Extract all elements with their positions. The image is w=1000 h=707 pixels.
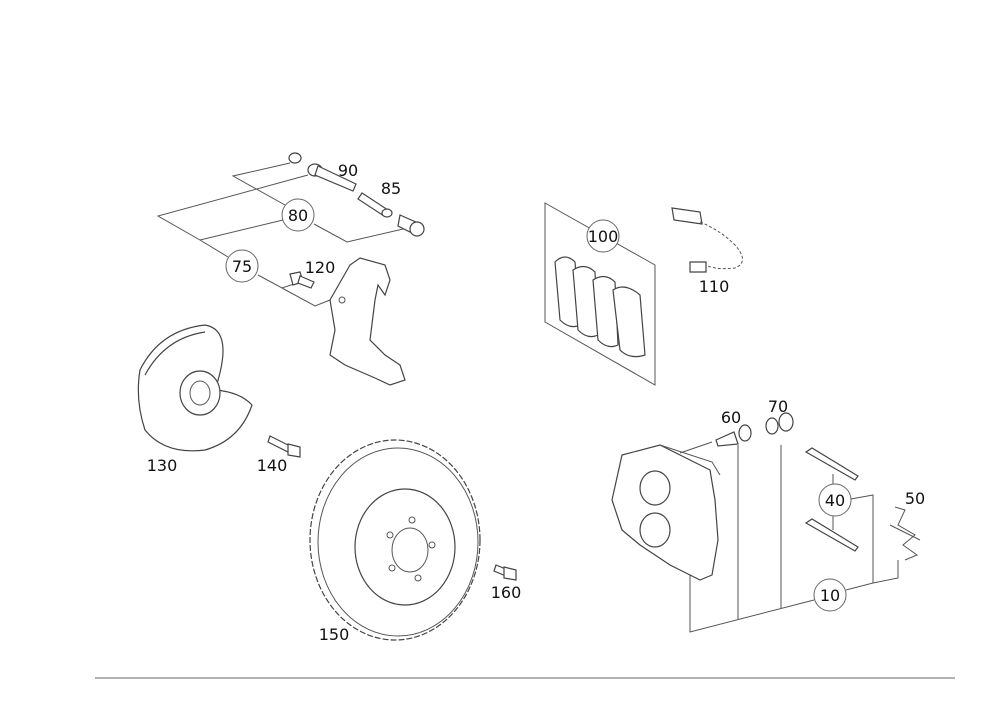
dust-shield-130 bbox=[137, 324, 253, 452]
label-60[interactable]: 60 bbox=[721, 408, 741, 427]
wear-sensor-110 bbox=[671, 207, 743, 273]
label-130[interactable]: 130 bbox=[147, 456, 178, 475]
caliper-bracket bbox=[329, 257, 406, 386]
label-150[interactable]: 150 bbox=[319, 625, 350, 644]
bushing-part bbox=[397, 214, 425, 237]
callout-75[interactable]: 75 bbox=[225, 249, 259, 283]
label-120[interactable]: 120 bbox=[305, 258, 336, 277]
callout-100[interactable]: 100 bbox=[586, 219, 620, 253]
sleeve-85 bbox=[357, 192, 393, 218]
label-90[interactable]: 90 bbox=[338, 161, 358, 180]
callout-label: 10 bbox=[820, 586, 840, 605]
label-140[interactable]: 140 bbox=[257, 456, 288, 475]
callout-label: 40 bbox=[825, 491, 845, 510]
label-110[interactable]: 110 bbox=[699, 277, 730, 296]
spring-clip-50 bbox=[889, 506, 921, 561]
callout-label: 100 bbox=[588, 227, 619, 246]
callout-80[interactable]: 80 bbox=[281, 198, 315, 232]
bolt-160 bbox=[493, 564, 517, 581]
bolt-120 bbox=[289, 271, 315, 289]
bolt-140 bbox=[267, 435, 301, 458]
washer-part bbox=[288, 152, 302, 164]
bleeder-valve-60 bbox=[715, 424, 752, 447]
brake-caliper-10 bbox=[611, 444, 721, 581]
cap-70 bbox=[765, 412, 794, 435]
guide-pins-40 bbox=[804, 447, 859, 552]
label-85[interactable]: 85 bbox=[381, 179, 401, 198]
callout-label: 75 bbox=[232, 257, 252, 276]
brake-disc-150 bbox=[309, 439, 481, 641]
callout-label: 80 bbox=[288, 206, 308, 225]
label-70[interactable]: 70 bbox=[768, 397, 788, 416]
leader-lines bbox=[156, 162, 899, 633]
label-160[interactable]: 160 bbox=[491, 583, 522, 602]
guide-bolt-90 bbox=[307, 163, 357, 192]
label-50[interactable]: 50 bbox=[905, 489, 925, 508]
brake-pads-100 bbox=[554, 256, 646, 358]
callout-40[interactable]: 40 bbox=[818, 483, 852, 517]
callout-10[interactable]: 10 bbox=[813, 578, 847, 612]
